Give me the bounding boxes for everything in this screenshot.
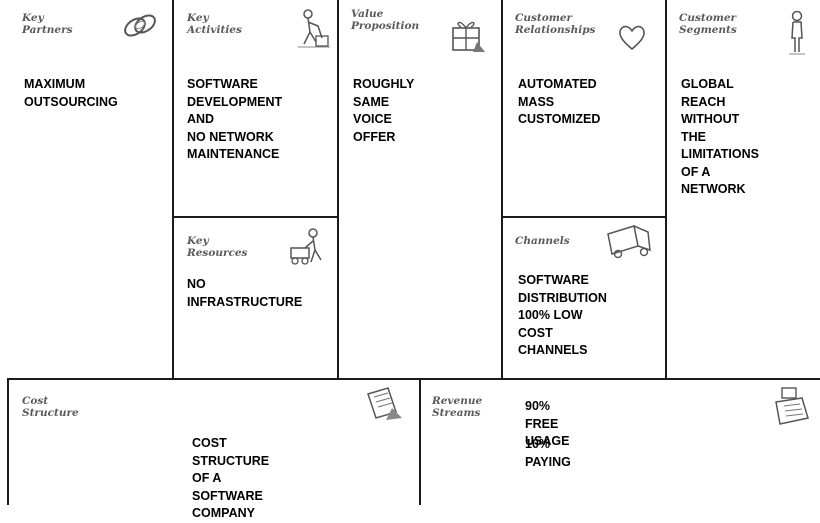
worker-icon xyxy=(296,8,332,50)
links-icon xyxy=(120,10,160,42)
key-activities-title: Key Activities xyxy=(187,12,242,36)
revenue-streams-line-2: 10% PAYING xyxy=(525,437,571,469)
person-icon xyxy=(786,10,808,56)
receipt-icon xyxy=(362,386,404,422)
value-proposition-content: ROUGHLY SAME VOICE OFFER xyxy=(353,77,415,144)
key-resources-content: NO INFRASTRUCTURE xyxy=(187,277,303,309)
revenue-streams-title: Revenue Streams xyxy=(432,395,483,419)
key-activities-content: SOFTWARE DEVELOPMENT AND NO NETWORK MAIN… xyxy=(187,77,283,161)
truck-icon xyxy=(604,222,656,260)
cost-structure-content: COST STRUCTURE OF A SOFTWARE COMPANY xyxy=(192,436,270,520)
heart-icon xyxy=(617,24,647,52)
divider-line xyxy=(172,216,338,218)
customer-relationships-content: AUTOMATED MASS CUSTOMIZED xyxy=(518,77,601,126)
divider-line xyxy=(665,0,667,379)
channels-content: SOFTWARE DISTRIBUTION 100% LOW COST CHAN… xyxy=(518,273,607,357)
divider-line xyxy=(337,0,339,379)
divider-line xyxy=(172,0,174,379)
revenue-streams-line-1: 90% FREE USAGE xyxy=(525,399,570,448)
key-resources-title: Key Resources xyxy=(187,235,248,259)
divider-line xyxy=(501,0,503,379)
customer-relationships-title: Customer Relationships xyxy=(515,12,596,36)
divider-line xyxy=(419,378,421,505)
divider-line xyxy=(7,378,820,380)
channels-title: Channels xyxy=(515,235,570,247)
business-model-canvas: Key Partners MAXIMUM OUTSOURCING Key Act… xyxy=(7,0,820,520)
key-partners-title: Key Partners xyxy=(22,12,73,36)
cost-structure-title: Cost Structure xyxy=(22,395,79,419)
customer-segments-content: GLOBAL REACH WITHOUT THE LIMITATIONS OF … xyxy=(681,77,759,196)
gift-icon xyxy=(447,12,487,56)
value-proposition-title: Value Proposition xyxy=(351,8,420,32)
customer-segments-title: Customer Segments xyxy=(679,12,737,36)
divider-line xyxy=(7,378,9,505)
worker-cart-icon xyxy=(287,226,331,268)
cash-register-icon xyxy=(772,386,812,428)
key-partners-content: MAXIMUM OUTSOURCING xyxy=(24,77,118,109)
divider-line xyxy=(501,216,667,218)
